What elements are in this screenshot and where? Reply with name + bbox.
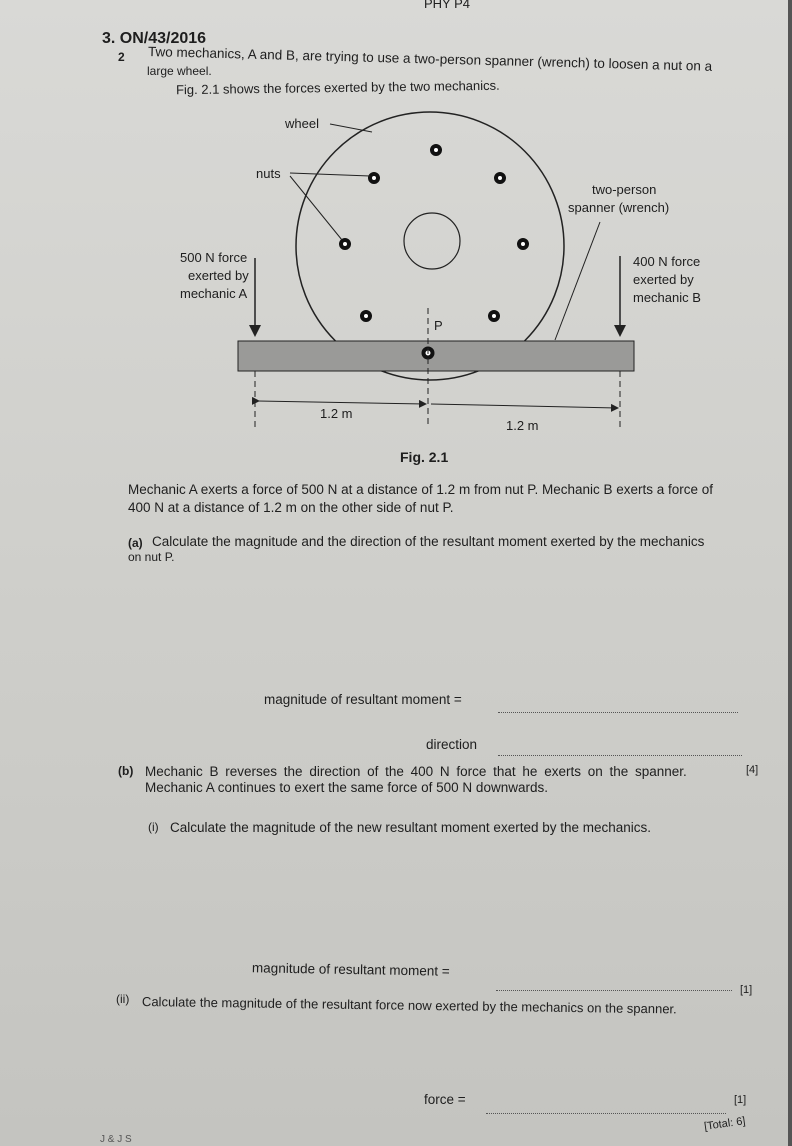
wheel-leader [329,123,373,133]
part-b-i-question: Calculate the magnitude of the new resul… [170,820,652,835]
nut [368,172,380,184]
label-distance-b: 1.2 m [506,418,539,433]
part-b-text-2: Mechanic A continues to exert the same f… [145,780,548,795]
part-b-ii-answer-label: force = [424,1092,466,1107]
label-force-b-2: exerted by [633,272,694,287]
question-intro-2: large wheel. [147,64,212,78]
dimension-a [251,396,427,408]
wheel-hub [403,212,461,270]
part-b-i-marks: [1] [740,984,753,996]
label-spanner-2: spanner (wrench) [568,200,669,215]
footer-stamp: J & J S [100,1134,132,1145]
spanner-leader [554,221,601,341]
part-b-i-answer-label: magnitude of resultant moment = [251,960,450,979]
part-a-marks: [4] [746,764,759,776]
question-number: 2 [118,50,125,64]
label-pivot: P [434,318,443,333]
nut [517,238,529,250]
part-b-ii-marks: [1] [734,1094,747,1106]
nut [430,144,442,156]
part-a-answer-magnitude-field[interactable] [498,712,738,713]
label-force-a-2: exerted by [188,268,249,283]
part-b-ii-answer-field[interactable] [486,1113,726,1114]
label-wheel: wheel [284,116,319,131]
part-a-label: (a) [128,536,143,550]
label-force-a-3: mechanic A [180,286,248,301]
nut [339,238,351,250]
figure-caption: Fig. 2.1 [400,449,448,465]
label-force-b-3: mechanic B [633,290,701,305]
label-force-a: 500 N force [180,250,247,265]
nut [488,310,500,322]
part-b-text: Mechanic B reverses the direction of the… [145,764,687,779]
total-marks: [Total: 6] [703,1115,747,1133]
spanner-bar [237,340,635,372]
part-a-question: Calculate the magnitude and the directio… [152,534,705,549]
part-b-ii-label: (ii) [116,992,130,1006]
part-a-question-2: on nut P. [128,550,175,564]
nuts-leader-1 [289,172,371,177]
part-a-answer-direction-label: direction [426,737,478,752]
figure-2-1: wheel nuts two-person spanner (wrench) 5… [180,111,701,465]
label-nuts: nuts [256,166,281,181]
nut [360,310,372,322]
body-para: Mechanic A exerts a force of 500 N at a … [128,482,714,497]
body-para-2: 400 N at a distance of 1.2 m on the othe… [128,500,454,515]
page-edge [788,0,792,1146]
part-b-ii-question: Calculate the magnitude of the resultant… [141,994,677,1017]
label-spanner: two-person [592,182,656,197]
wheel [295,111,565,381]
page-code: PHY P4 [424,0,471,11]
part-a-answer-direction-field[interactable] [498,755,742,756]
part-b-i-answer-field[interactable] [496,990,732,991]
part-a-answer-magnitude-label: magnitude of resultant moment = [264,692,462,707]
part-b-label: (b) [118,764,134,778]
nut [494,172,506,184]
nuts-leader-2 [289,175,343,241]
dimension-b [430,403,619,412]
label-distance-a: 1.2 m [320,406,353,421]
part-b-i-label: (i) [148,820,159,834]
question-reference: 3. ON/43/2016 [102,30,207,47]
label-force-b: 400 N force [633,254,700,269]
